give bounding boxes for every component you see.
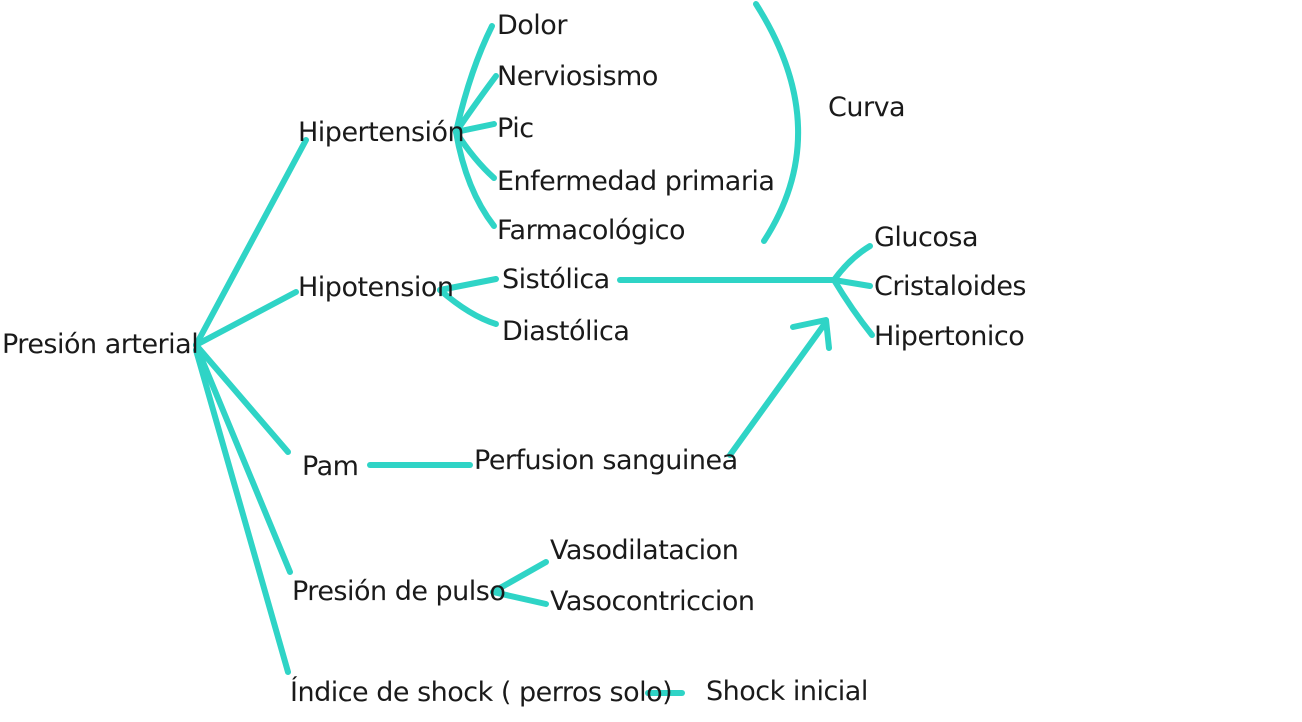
treatment-hipertonico: Hipertonico <box>874 321 1025 352</box>
connector-hipotension-diastolica <box>437 287 499 327</box>
connector-pulso-vasocontriccion <box>490 589 549 607</box>
connector-root-presion-pulso <box>195 347 293 575</box>
arrow-head <box>790 317 832 351</box>
connector-root-pam <box>193 342 291 455</box>
branch-hipertension: Hipertensión <box>298 117 465 148</box>
leaf-sistolica: Sistólica <box>502 264 610 295</box>
branch-hipotension: Hipotension <box>298 272 454 303</box>
leaf-dolor: Dolor <box>497 10 567 41</box>
connector-hipotension-sistolica <box>437 276 499 293</box>
connector-hipertension-dolor <box>453 23 495 135</box>
connector-pulso-vasodilatacion <box>490 559 549 595</box>
leaf-nerviosismo: Nerviosismo <box>497 61 658 92</box>
root-node: Presión arterial <box>2 329 199 360</box>
curve-bracket <box>753 1 802 244</box>
treatment-glucosa: Glucosa <box>874 222 979 253</box>
connector-treatments-glucosa <box>831 243 873 283</box>
leaf-farmacologico: Farmacológico <box>497 215 685 246</box>
leaf-vasocontriccion: Vasocontriccion <box>550 586 755 617</box>
leaf-diastolica: Diastólica <box>502 316 630 347</box>
arrow-perfusion-treatments <box>727 319 829 458</box>
connector-root-indice-shock <box>193 347 291 675</box>
connector-hipertension-pic <box>453 121 497 135</box>
connector-hipertension-nerviosismo <box>453 73 499 135</box>
leaf-enfermedad-primaria: Enfermedad primaria <box>497 166 775 197</box>
connector-hipertension-farmacologico <box>453 129 497 229</box>
connector-root-hipertension <box>193 137 309 348</box>
branch-pam: Pam <box>302 451 359 482</box>
leaf-vasodilatacion: Vasodilatacion <box>550 535 739 566</box>
treatment-cristaloides: Cristaloides <box>874 271 1027 302</box>
curve-label: Curva <box>828 92 906 123</box>
connector-treatments-cristaloides <box>831 277 873 289</box>
connector-root-hipotension <box>193 289 299 348</box>
leaf-pic: Pic <box>497 113 534 144</box>
connector-treatments-hipertonico <box>831 277 875 338</box>
branch-indice-de-shock: Índice de shock ( perros solo) <box>290 677 673 708</box>
branch-presion-de-pulso: Presión de pulso <box>292 576 506 607</box>
leaf-perfusion-sanguinea: Perfusion sanguinea <box>474 445 738 476</box>
leaf-shock-inicial: Shock inicial <box>706 676 868 707</box>
